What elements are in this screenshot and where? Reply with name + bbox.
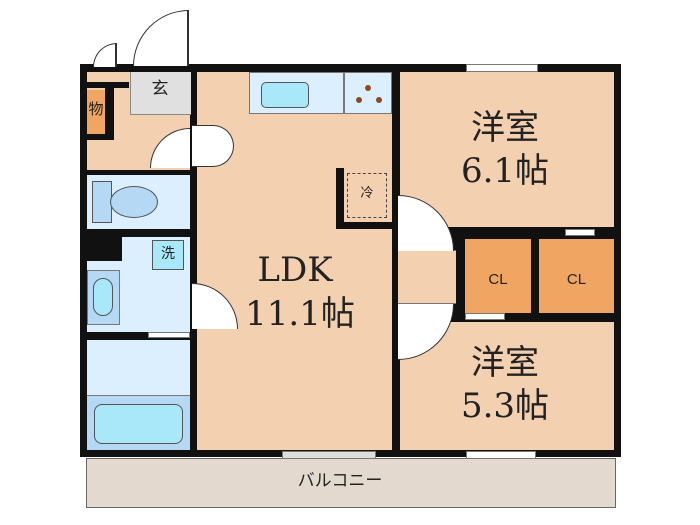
front-door[interactable] xyxy=(133,10,189,66)
bedroom-1-size: 6.1帖 xyxy=(460,151,550,191)
bedroom-2-window xyxy=(466,451,536,459)
closet-1-label: CL xyxy=(488,271,508,288)
closet-door-marker xyxy=(565,229,595,236)
fridge-label: 冷 xyxy=(360,185,374,200)
hallway xyxy=(398,250,456,304)
closet-door-marker xyxy=(465,313,505,320)
balcony-label: バルコニー xyxy=(297,471,383,490)
bedroom-1-name: 洋室 xyxy=(471,108,539,148)
fridge xyxy=(347,173,387,218)
stove-burner xyxy=(356,97,362,103)
ldk-name: LDK xyxy=(257,250,333,290)
bathtub xyxy=(94,404,183,444)
bedroom-2-size: 5.3帖 xyxy=(460,386,550,426)
kitchen-sink xyxy=(261,82,309,108)
bath-door-marker xyxy=(148,332,190,338)
washer-label: 洗 xyxy=(161,245,175,261)
stove-burner xyxy=(376,97,382,103)
toilet-bowl xyxy=(110,186,158,218)
stove-counter xyxy=(344,72,392,114)
bedroom-1-window xyxy=(466,64,538,72)
storage-door[interactable] xyxy=(93,43,117,67)
ldk-entry-door[interactable] xyxy=(192,125,234,167)
stove-burner xyxy=(365,85,371,91)
closet-2-label: CL xyxy=(566,271,587,288)
entrance xyxy=(130,72,191,115)
entrance-label: 玄 xyxy=(151,79,169,99)
bedroom-2-name: 洋室 xyxy=(471,343,539,383)
ldk-size: 11.1帖 xyxy=(245,294,355,334)
storage-closet xyxy=(87,90,105,134)
storage-label: 物 xyxy=(88,100,104,118)
closet-1 xyxy=(465,239,531,313)
washer xyxy=(152,240,184,270)
closet-2 xyxy=(539,239,614,313)
bedroom-1 xyxy=(400,72,614,227)
toilet-tank xyxy=(92,181,112,223)
washbasin xyxy=(93,278,113,316)
ldk-window xyxy=(282,451,376,459)
